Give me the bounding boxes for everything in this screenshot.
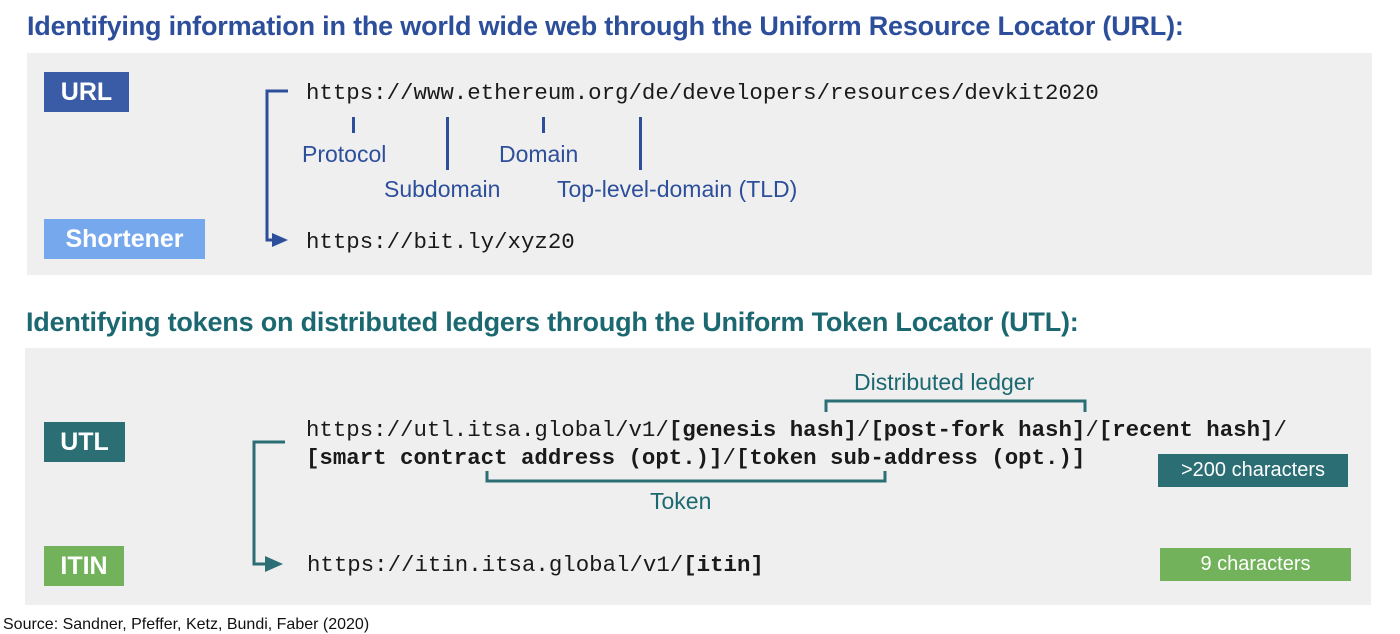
- utl-line-1: https://utl.itsa.global/v1/[genesis hash…: [306, 417, 1287, 443]
- recent-hash: [recent hash]: [1098, 417, 1274, 443]
- url-section-title: Identifying information in the world wid…: [27, 11, 1184, 41]
- itin-length-badge: 9 characters: [1160, 548, 1351, 581]
- subdomain-tick: [446, 117, 449, 170]
- utl-separator: /: [722, 445, 736, 471]
- utl-section-title: Identifying tokens on distributed ledger…: [26, 307, 1079, 337]
- itin-line: https://itin.itsa.global/v1/[itin]: [307, 552, 764, 578]
- tld-tick: [639, 117, 642, 170]
- domain-label: Domain: [499, 141, 579, 167]
- token-bracket-icon: [485, 471, 887, 483]
- url-to-shortener-arrow-icon: [265, 89, 288, 247]
- url-panel: [27, 53, 1372, 275]
- post-fork-hash: [post-fork hash]: [870, 417, 1086, 443]
- protocol-label: Protocol: [302, 141, 387, 167]
- protocol-tick: [352, 117, 355, 133]
- itin-prefix: https://itin.itsa.global/v1/: [307, 552, 684, 578]
- utl-line-2: [smart contract address (opt.)]/[token s…: [306, 445, 1085, 471]
- smart-contract-address: [smart contract address (opt.)]: [306, 445, 723, 471]
- genesis-hash: [genesis hash]: [668, 417, 857, 443]
- subdomain-label: Subdomain: [384, 176, 501, 202]
- utl-to-itin-arrow-icon: [252, 440, 285, 572]
- itin-badge: ITIN: [44, 546, 124, 586]
- domain-tick: [542, 117, 545, 133]
- utl-badge: UTL: [44, 422, 125, 462]
- distributed-ledger-label: Distributed ledger: [854, 369, 1035, 395]
- utl-panel: [25, 348, 1371, 605]
- source-citation: Source: Sandner, Pfeffer, Ketz, Bundi, F…: [3, 616, 370, 633]
- short-url-example: https://bit.ly/xyz20: [306, 229, 575, 255]
- utl-prefix: https://utl.itsa.global/v1/: [306, 417, 669, 443]
- token-sub-address: [token sub-address (opt.)]: [735, 445, 1086, 471]
- url-badge: URL: [44, 72, 129, 112]
- distributed-ledger-bracket-icon: [824, 399, 1087, 412]
- itin-value: [itin]: [683, 552, 764, 578]
- shortener-badge: Shortener: [44, 219, 205, 259]
- utl-separator: /: [856, 417, 871, 443]
- tld-label: Top-level-domain (TLD): [557, 176, 798, 202]
- utl-separator: /: [1085, 417, 1099, 443]
- token-label: Token: [650, 488, 712, 514]
- utl-separator: /: [1273, 417, 1287, 443]
- url-example: https://www.ethereum.org/de/developers/r…: [306, 80, 1099, 106]
- utl-length-badge: >200 characters: [1158, 454, 1348, 487]
